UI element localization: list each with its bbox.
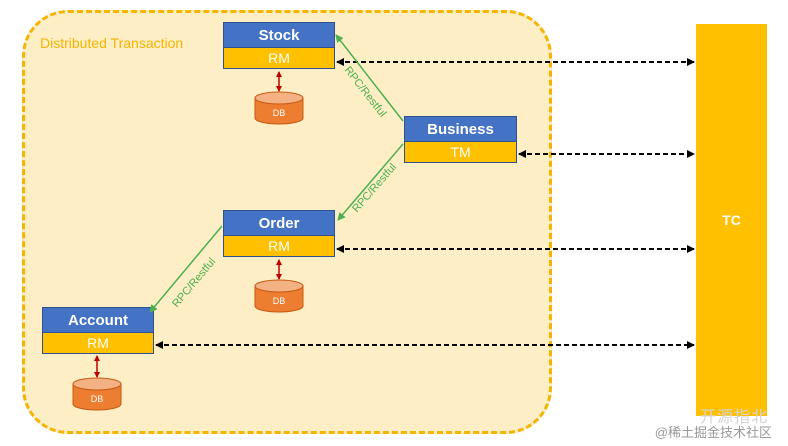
rpc-label-order: RPC/Restful	[350, 161, 399, 215]
order-to-account-arrow	[149, 225, 223, 313]
order-node: Order RM	[223, 210, 335, 257]
stock-rm: RM	[223, 48, 335, 69]
business-to-order-arrow	[337, 143, 404, 221]
business-node: Business TM	[404, 116, 517, 163]
stock-node: Stock RM	[223, 22, 335, 69]
business-tm: TM	[404, 142, 517, 163]
order-db-icon: DB	[254, 279, 304, 313]
account-title: Account	[42, 307, 154, 333]
rpc-label-account: RPC/Restful	[170, 256, 218, 310]
business-to-stock-arrow	[335, 34, 404, 122]
order-db-label: DB	[273, 296, 286, 306]
tc-node: TC	[696, 24, 767, 416]
stock-title: Stock	[223, 22, 335, 48]
stock-db-label: DB	[273, 108, 286, 118]
watermark-sub: @稀土掘金技术社区	[654, 425, 772, 440]
account-node: Account RM	[42, 307, 154, 354]
account-db-icon: DB	[72, 377, 122, 411]
watermark-main: 开源指北	[699, 409, 768, 426]
stock-db-icon: DB	[254, 91, 304, 125]
account-db-label: DB	[91, 394, 104, 404]
order-title: Order	[223, 210, 335, 236]
account-rm: RM	[42, 333, 154, 354]
order-rm: RM	[223, 236, 335, 257]
business-title: Business	[404, 116, 517, 142]
frame-label: Distributed Transaction	[40, 35, 184, 51]
